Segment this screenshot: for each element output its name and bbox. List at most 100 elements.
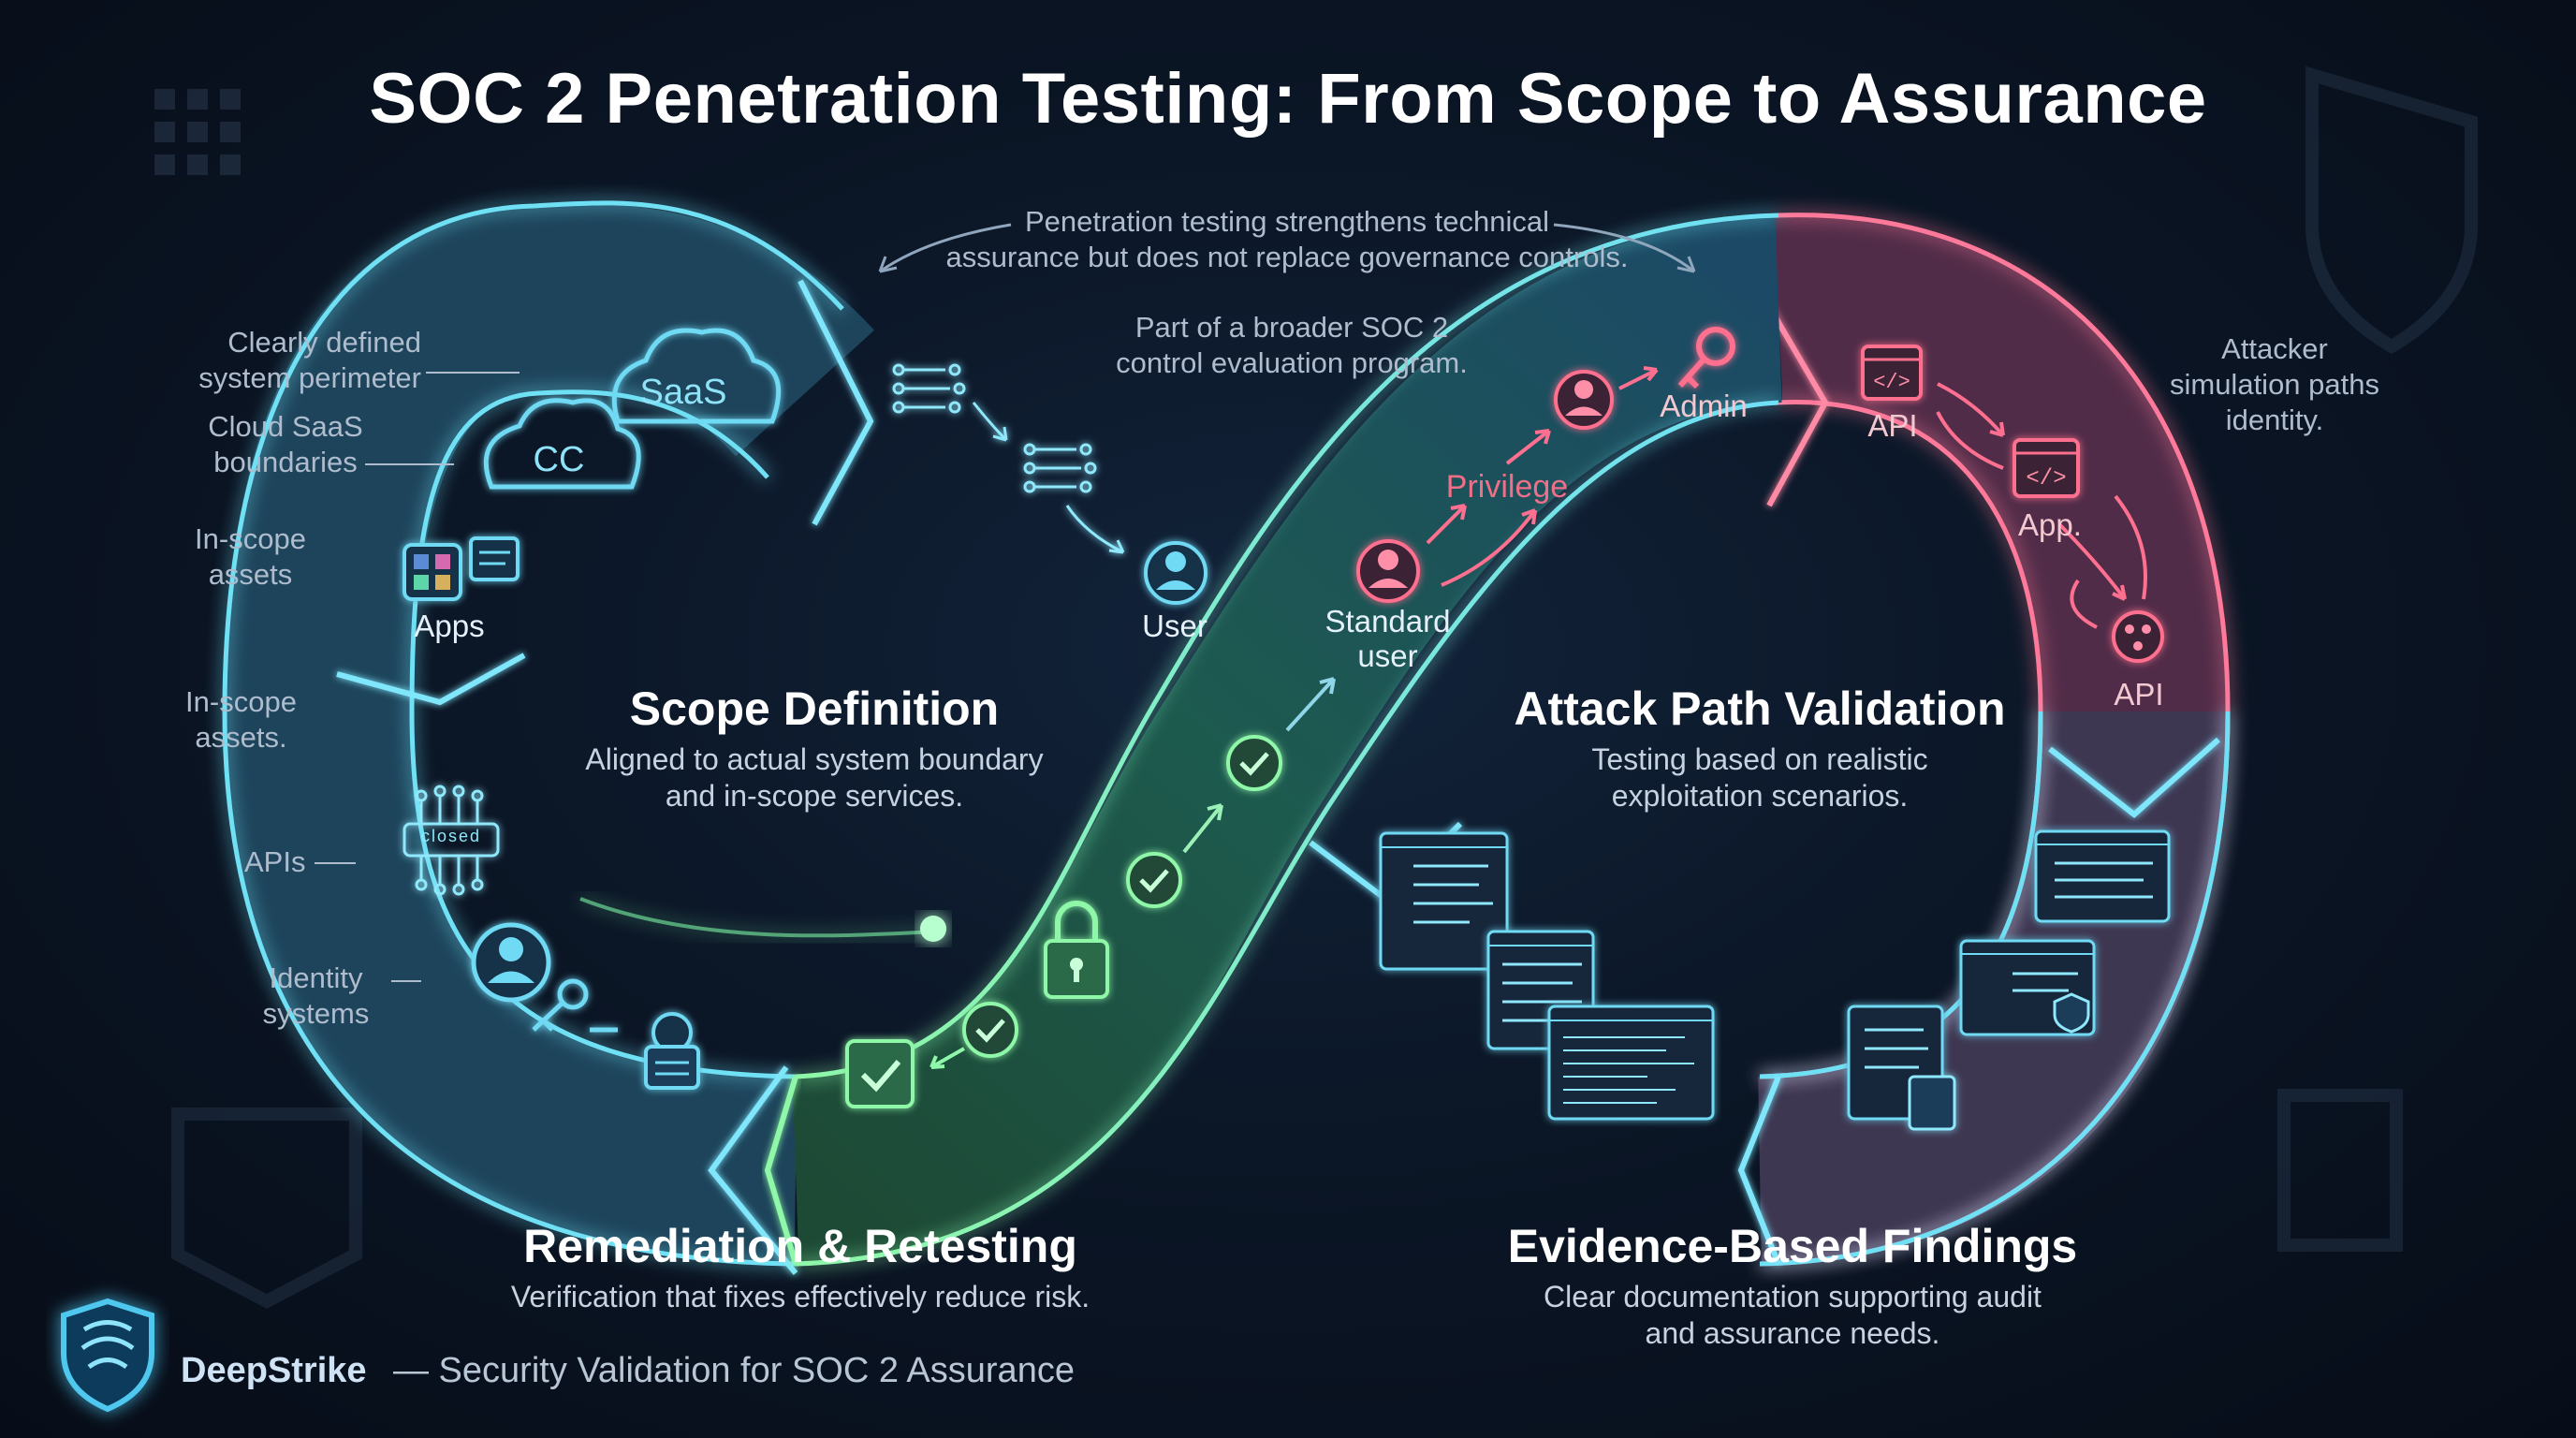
check-icon	[962, 1002, 1018, 1058]
evidence-subtitle-line-1: Clear documentation supporting audit	[1544, 1280, 2042, 1313]
standard-user-label: Standard user	[1310, 604, 1465, 673]
label-in-scope-assets-2: In-scope assets.	[159, 684, 323, 756]
brand-name: DeepStrike	[181, 1351, 367, 1390]
standard-user-line-1: Standard	[1325, 604, 1451, 638]
scope-subtitle-line-2: and in-scope services.	[665, 779, 964, 813]
key-icon	[532, 978, 618, 1033]
api-bottom-label: API	[2114, 677, 2164, 712]
label-in-scope-assets: In-scope assets	[168, 521, 332, 593]
label-perimeter: Clearly defined system perimeter	[140, 325, 421, 396]
attacker-note-line-3: identity.	[2225, 404, 2324, 436]
closed-network-icon	[402, 785, 500, 896]
program-note-line-1: Part of a broader SOC 2	[1134, 311, 1449, 344]
label-cloud-line-1: Cloud SaaS	[208, 410, 363, 443]
attack-subtitle-line-2: exploitation scenarios.	[1611, 779, 1909, 813]
note-arrows	[878, 223, 1696, 273]
attack-path-subtitle: Testing based on realistic exploitation …	[1460, 741, 2059, 814]
top-note-line-2: assurance but does not replace governanc…	[945, 241, 1629, 273]
label-cloud-boundaries: Cloud SaaS boundaries	[183, 409, 388, 480]
evidence-title: Evidence-Based Findings	[1507, 1220, 2078, 1272]
svg-text:</>: </>	[2026, 466, 2066, 492]
scope-definition-subtitle: Aligned to actual system boundary and in…	[524, 741, 1105, 814]
code-window-icon: </>	[1861, 345, 1923, 401]
label-perimeter-line-2: system perimeter	[198, 361, 421, 394]
app-label: App.	[2018, 507, 2082, 542]
api-top-label: API	[1867, 408, 1918, 443]
top-note-line-1: Penetration testing strengthens technica…	[1024, 205, 1550, 238]
admin-label: Admin	[1660, 389, 1748, 423]
label-identity-line-2: systems	[262, 997, 370, 1030]
label-assets2-line-1: In-scope	[185, 685, 297, 718]
check-icon	[1226, 735, 1282, 791]
page-title: SOC 2 Penetration Testing: From Scope to…	[369, 59, 2207, 139]
evidence-subtitle: Clear documentation supporting audit and…	[1498, 1279, 2087, 1352]
lock-user-icon	[644, 1012, 700, 1090]
privilege-label: Privilege	[1445, 469, 1569, 505]
apps-icon	[402, 536, 520, 601]
inner-glow-path	[579, 897, 937, 938]
scope-subtitle-line-1: Aligned to actual system boundary	[585, 742, 1044, 776]
terminal-window-icon	[1547, 1005, 1715, 1121]
brand-tagline: — Security Validation for SOC 2 Assuranc…	[393, 1351, 1075, 1390]
api-network-icon	[2112, 610, 2164, 663]
document-icon	[1847, 1005, 1956, 1131]
leader-lines	[315, 372, 520, 982]
attacker-note-line-2: simulation paths	[2169, 368, 2379, 401]
cc-label: CC	[533, 440, 585, 479]
remediation-subtitle: Verification that fixes effectively redu…	[510, 1280, 1090, 1313]
chevron-dividers-left	[336, 279, 874, 1275]
label-assets2-line-2: assets.	[195, 721, 287, 754]
attack-loop	[1756, 213, 2231, 1267]
shield-report-icon	[1959, 939, 2096, 1036]
arrow-to-check	[929, 1047, 965, 1069]
program-note: Part of a broader SOC 2 control evaluati…	[1095, 310, 1488, 381]
arrow-up	[1182, 803, 1223, 854]
top-note: Penetration testing strengthens technica…	[927, 204, 1647, 275]
attacker-note: Attacker simulation paths identity.	[2134, 331, 2415, 438]
attack-path-title: Attack Path Validation	[1514, 682, 2006, 735]
label-identity-line-1: Identity	[269, 961, 363, 994]
chevron-dividers-right	[1757, 288, 1829, 507]
program-note-line-2: control evaluation program.	[1116, 346, 1468, 379]
attack-subtitle-line-1: Testing based on realistic	[1591, 742, 1928, 776]
background-grid-dots	[154, 89, 241, 175]
attacker-note-line-1: Attacker	[2221, 332, 2328, 365]
label-perimeter-line-1: Clearly defined	[227, 326, 421, 359]
privilege-arrows	[1426, 366, 1659, 587]
glow-node	[920, 916, 946, 942]
saas-label: SaaS	[639, 373, 727, 412]
lock-icon	[1044, 901, 1109, 999]
remediation-title: Remediation & Retesting	[523, 1220, 1077, 1272]
user-icon	[1144, 541, 1208, 605]
key-icon	[1677, 327, 1735, 389]
report-window-icon	[2034, 829, 2171, 923]
check-icon	[1126, 852, 1182, 908]
code-window-icon: </>	[2012, 438, 2080, 498]
svg-text:</>: </>	[1873, 371, 1910, 394]
evidence-subtitle-line-2: and assurance needs.	[1645, 1316, 1940, 1350]
user-label: User	[1142, 609, 1208, 643]
api-arrows	[1936, 382, 2147, 629]
admin-user-icon	[1554, 370, 1614, 430]
label-assets1-line-2: assets	[208, 558, 293, 591]
deepstrike-logo-shield-icon	[61, 1298, 154, 1413]
cloud-icon	[483, 398, 641, 490]
label-apis: APIs	[244, 845, 306, 878]
arrow-up	[1285, 677, 1336, 732]
check-icon	[845, 1039, 915, 1108]
scope-definition-title: Scope Definition	[629, 682, 1000, 735]
closed-label: closed	[420, 827, 482, 845]
apps-label: Apps	[414, 609, 485, 643]
document-window-icon	[1379, 831, 1509, 971]
cloud-icon	[611, 328, 782, 424]
network-icon	[892, 363, 1125, 554]
label-cloud-line-2: boundaries	[213, 446, 358, 478]
label-identity-systems: Identity systems	[239, 961, 393, 1032]
label-assets1-line-1: In-scope	[195, 522, 306, 555]
standard-user-line-2: user	[1357, 638, 1418, 673]
background-shield-icon	[171, 66, 2478, 1309]
identity-user-icon	[471, 922, 551, 1003]
standard-user-icon	[1356, 539, 1420, 603]
